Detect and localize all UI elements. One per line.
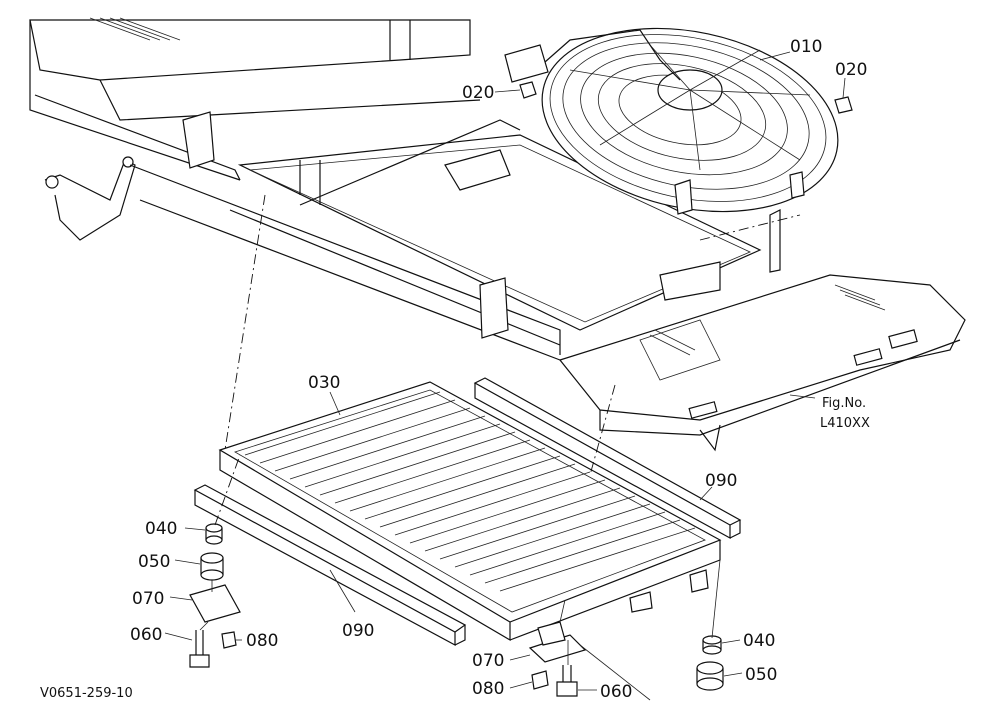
mesh-grille [649, 329, 696, 356]
hardware-left [189, 523, 241, 668]
callout-040-left: 040 [145, 519, 177, 539]
nut-020-right [834, 96, 853, 114]
callout-080-right: 080 [472, 679, 504, 699]
callout-050-right: 050 [745, 665, 777, 685]
callout-020-right: 020 [835, 60, 867, 80]
callout-080-left: 080 [246, 631, 278, 651]
callout-040-right: 040 [743, 631, 775, 651]
seal-strip-090-left [193, 484, 467, 647]
hardware-right [528, 621, 724, 697]
callout-010: 010 [790, 37, 822, 57]
fan-connector [504, 44, 549, 83]
mesh-grille [834, 284, 886, 311]
mesh-grille [89, 17, 181, 41]
callout-060-left: 060 [130, 625, 162, 645]
callout-090-right: 090 [705, 471, 737, 491]
drawing-code: V0651-259-10 [40, 686, 133, 701]
callout-030: 030 [308, 373, 340, 393]
callout-060-right: 060 [600, 682, 632, 702]
callout-050-left: 050 [138, 552, 170, 572]
callout-070-right: 070 [472, 651, 504, 671]
fig-code: L410XX [820, 416, 870, 431]
frame-assembly [29, 17, 966, 452]
fig-no-label: Fig.No. [822, 396, 866, 411]
callout-020-left: 020 [462, 83, 494, 103]
seal-strip-090-right [473, 377, 742, 540]
leader-lines [164, 51, 846, 691]
callout-090-left: 090 [342, 621, 374, 641]
cooling-fan [504, 27, 839, 215]
nut-020-left [519, 81, 537, 99]
assembly-lines [199, 194, 801, 701]
condenser [218, 381, 722, 642]
callout-070-left: 070 [132, 589, 164, 609]
